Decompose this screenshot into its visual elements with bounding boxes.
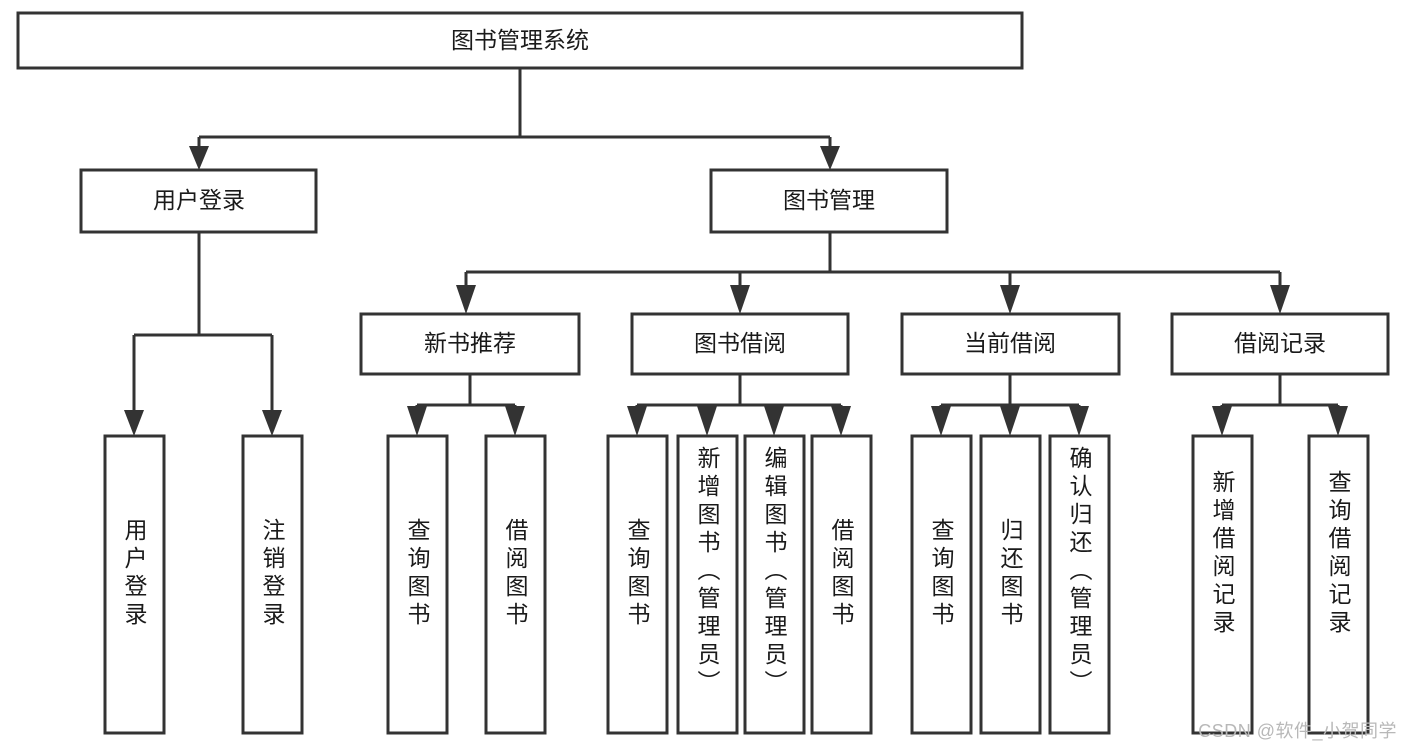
node-book-management-label: 图书管理 [783, 187, 875, 213]
node-leaf-logout-box[interactable] [241, 434, 304, 735]
node-book-management[interactable]: 图书管理 [709, 168, 949, 234]
connector-layer [124, 68, 1348, 436]
arrow-head-br-leaf-2 [1328, 406, 1348, 436]
node-root-box[interactable] [16, 11, 1024, 70]
node-leaf-bb-edit-book-label: 编辑图书（管理员） [761, 446, 788, 698]
node-user-login-label: 用户登录 [153, 187, 245, 213]
node-new-book-recommend[interactable]: 新书推荐 [359, 312, 581, 376]
node-root[interactable]: 图书管理系统 [16, 11, 1024, 70]
node-leaf-nb-borrow-book-box[interactable] [484, 434, 547, 735]
node-leaf-nb-query-book-box[interactable] [386, 434, 449, 735]
node-root-label: 图书管理系统 [451, 27, 589, 53]
node-leaf-bb-borrow-book-label: 借阅图书 [828, 518, 855, 630]
arrow-head-bb-leaf-4 [831, 406, 851, 436]
node-new-book-recommend-box[interactable] [359, 312, 581, 376]
node-leaf-br-query-record[interactable]: 查询借阅记录 [1307, 434, 1370, 735]
node-leaf-nb-borrow-book-label: 借阅图书 [502, 518, 529, 630]
arrow-head-current-borrow [1000, 285, 1020, 314]
node-leaf-logout-label: 注销登录 [259, 518, 286, 630]
node-leaf-cb-confirm-return[interactable]: 确认归还（管理员） [1048, 434, 1111, 735]
node-leaf-user-login[interactable]: 用户登录 [103, 434, 166, 735]
node-leaf-nb-query-book-label: 查询图书 [404, 518, 431, 630]
node-leaf-bb-borrow-book-box[interactable] [810, 434, 873, 735]
node-leaf-bb-add-book-box[interactable] [676, 434, 739, 735]
arrow-head-book-mgmt [820, 146, 840, 170]
node-book-borrow-box[interactable] [630, 312, 850, 376]
node-leaf-cb-confirm-return-label: 确认归还（管理员） [1066, 446, 1093, 698]
node-borrow-record-box[interactable] [1170, 312, 1390, 376]
arrow-head-nb-leaf-1 [407, 406, 427, 436]
node-leaf-user-login-box[interactable] [103, 434, 166, 735]
node-leaf-cb-return-book[interactable]: 归还图书 [979, 434, 1042, 735]
node-borrow-record-label: 借阅记录 [1234, 330, 1326, 356]
arrow-head-bb-leaf-2 [697, 406, 717, 436]
arrow-head-bb-leaf-3 [764, 406, 784, 436]
node-leaf-cb-query-book-label: 查询图书 [928, 518, 955, 630]
node-new-book-recommend-label: 新书推荐 [424, 330, 516, 356]
node-leaf-bb-query-book[interactable]: 查询图书 [606, 434, 669, 735]
node-leaf-br-query-record-label: 查询借阅记录 [1325, 470, 1352, 638]
node-leaf-br-add-record-label: 新增借阅记录 [1209, 470, 1236, 638]
node-user-login[interactable]: 用户登录 [79, 168, 318, 234]
arrow-head-leaf-user-login [124, 410, 144, 436]
arrow-head-cb-leaf-1 [931, 406, 951, 436]
node-leaf-cb-query-book[interactable]: 查询图书 [910, 434, 973, 735]
node-leaf-br-add-record[interactable]: 新增借阅记录 [1191, 434, 1254, 735]
node-current-borrow-box[interactable] [900, 312, 1121, 376]
node-leaf-bb-query-book-box[interactable] [606, 434, 669, 735]
node-borrow-record[interactable]: 借阅记录 [1170, 312, 1390, 376]
node-current-borrow-label: 当前借阅 [964, 330, 1056, 356]
arrow-head-user-login [189, 146, 209, 170]
node-leaf-user-login-label: 用户登录 [121, 518, 148, 630]
arrow-head-leaf-logout [262, 410, 282, 436]
node-leaf-nb-borrow-book[interactable]: 借阅图书 [484, 434, 547, 735]
node-leaf-bb-add-book-label: 新增图书（管理员） [694, 446, 721, 698]
node-leaf-nb-query-book[interactable]: 查询图书 [386, 434, 449, 735]
arrow-head-cb-leaf-2 [1000, 406, 1020, 436]
node-leaf-bb-query-book-label: 查询图书 [624, 518, 651, 630]
node-leaf-bb-add-book[interactable]: 新增图书（管理员） [676, 434, 739, 735]
arrow-head-br-leaf-1 [1212, 406, 1232, 436]
node-leaf-cb-confirm-return-box[interactable] [1048, 434, 1111, 735]
node-leaf-cb-return-book-box[interactable] [979, 434, 1042, 735]
node-current-borrow[interactable]: 当前借阅 [900, 312, 1121, 376]
arrow-head-bb-leaf-1 [627, 406, 647, 436]
node-leaf-bb-edit-book-box[interactable] [743, 434, 806, 735]
node-leaf-br-add-record-box[interactable] [1191, 434, 1254, 735]
node-leaf-bb-edit-book[interactable]: 编辑图书（管理员） [743, 434, 806, 735]
arrow-head-cb-leaf-3 [1069, 406, 1089, 436]
node-leaf-bb-borrow-book[interactable]: 借阅图书 [810, 434, 873, 735]
node-leaf-cb-query-book-box[interactable] [910, 434, 973, 735]
arrow-head-book-borrow [730, 285, 750, 314]
arrow-head-borrow-record [1270, 285, 1290, 314]
node-leaf-logout[interactable]: 注销登录 [241, 434, 304, 735]
node-book-management-box[interactable] [709, 168, 949, 234]
node-leaf-cb-return-book-label: 归还图书 [997, 518, 1024, 630]
node-book-borrow[interactable]: 图书借阅 [630, 312, 850, 376]
node-user-login-box[interactable] [79, 168, 318, 234]
arrow-head-new-book [456, 285, 476, 314]
node-leaf-br-query-record-box[interactable] [1307, 434, 1370, 735]
arrow-head-nb-leaf-2 [505, 406, 525, 436]
node-book-borrow-label: 图书借阅 [694, 330, 786, 356]
